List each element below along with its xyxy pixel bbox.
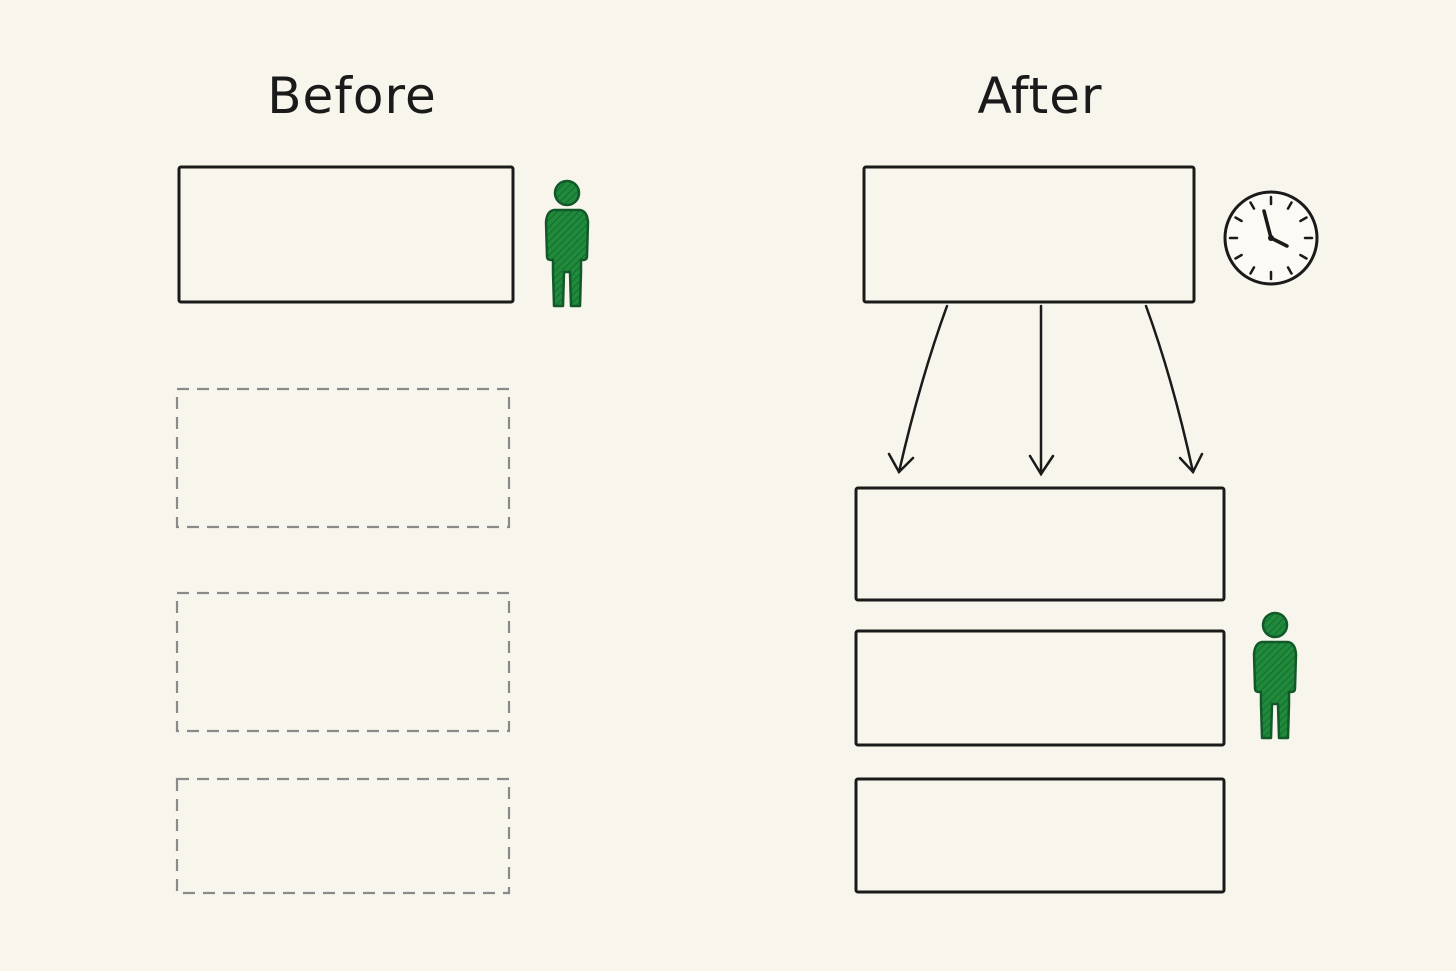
arrow-right (1144, 304, 1204, 475)
person-icon (1252, 611, 1298, 740)
after-panel (854, 165, 1319, 894)
after-target-box-2 (854, 629, 1226, 747)
before-title: Before (267, 67, 437, 125)
before-dashed-box-3 (175, 777, 511, 895)
after-source-box (862, 165, 1196, 304)
after-target-box-1 (854, 486, 1226, 602)
arrow-left (887, 304, 949, 475)
after-target-box-3 (854, 777, 1226, 894)
after-title: After (977, 67, 1103, 125)
clock-icon (1223, 190, 1319, 286)
before-dashed-box-1 (175, 387, 511, 529)
before-panel (175, 165, 590, 895)
person-icon (544, 179, 590, 308)
arrow-middle (1028, 304, 1055, 477)
before-dashed-box-2 (175, 591, 511, 733)
before-solid-box (177, 165, 515, 304)
